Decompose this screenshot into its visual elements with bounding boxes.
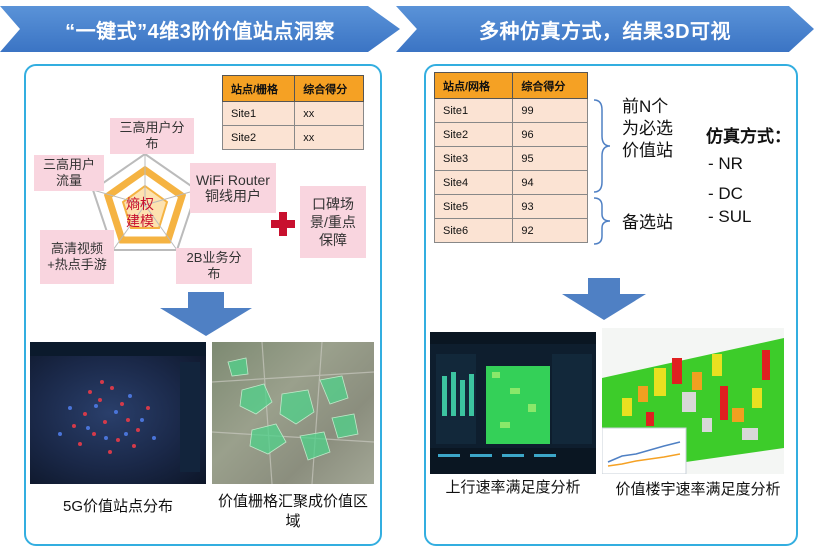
- right-banner: 多种仿真方式，结果3D可视: [396, 6, 814, 52]
- sim-item-dc: - DC: [708, 184, 743, 203]
- table-header-cell: 综合得分: [512, 72, 588, 99]
- table-header-cell: 综合得分: [294, 75, 364, 102]
- brace-label-candidate: 备选站: [622, 213, 673, 232]
- table-header-cell: 站点/栅格: [221, 75, 296, 102]
- uplink-rate-map: [430, 332, 596, 474]
- sim-title: 仿真方式：: [706, 127, 791, 146]
- radar-label-traffic: 三高用户流量: [34, 155, 104, 191]
- brace-top: [593, 99, 611, 193]
- table-header-row: 站点/栅格 综合得分: [221, 75, 364, 102]
- table-cell: 94: [512, 170, 588, 195]
- table-cell: 92: [512, 218, 588, 243]
- sim-item-sul: - SUL: [708, 207, 752, 226]
- table-cell: Site2: [221, 125, 296, 150]
- table-cell: 96: [512, 122, 588, 147]
- caption-building-rate: 价值楼宇速率满足度分析: [615, 481, 781, 498]
- map-value-grid: [212, 342, 374, 484]
- table-cell: Site1: [221, 101, 296, 126]
- table-cell: Site3: [433, 146, 514, 171]
- sim-item-nr: - NR: [708, 154, 743, 173]
- radar-diagram: [91, 152, 199, 251]
- plus-icon: [271, 212, 295, 236]
- caption-value-grid: 价值栅格汇聚成价值区域: [218, 493, 369, 530]
- table-cell: Site4: [433, 170, 514, 195]
- brace-bottom: [593, 197, 611, 245]
- radar-label-2b: 2B业务分布: [176, 248, 252, 284]
- radar-label-wifi: WiFi Router铜线用户: [190, 163, 276, 213]
- radar-label-users: 三高用户分布: [110, 118, 194, 154]
- down-arrow-icon: [562, 278, 646, 320]
- table-cell: xx: [294, 125, 364, 150]
- brace-label-selected: 前N个为必选价值站: [622, 97, 673, 160]
- table-header-cell: 站点/网格: [433, 72, 514, 99]
- caption-uplink-rate: 上行速率满足度分析: [445, 479, 581, 496]
- table-cell: 99: [512, 98, 588, 123]
- table-cell: 93: [512, 194, 588, 219]
- down-arrow-icon: [160, 292, 252, 336]
- radar-mid: [103, 165, 187, 244]
- table-cell: Site1: [433, 98, 514, 123]
- radar-center-label: 熵权 建模: [126, 196, 154, 229]
- table-row: Site1 xx: [221, 101, 364, 126]
- table-cell: Site2: [433, 122, 514, 147]
- table-row: Site2 xx: [221, 125, 364, 150]
- map-5g-sites: [30, 342, 206, 484]
- building-rate-3d: [602, 328, 784, 474]
- table-cell: Site6: [433, 218, 514, 243]
- left-score-table: 站点/栅格 综合得分 Site1 xx Site2 xx: [221, 75, 364, 150]
- radar-label-video: 高清视频+热点手游: [40, 230, 114, 284]
- left-banner: “一键式”4维3阶价值站点洞察: [0, 6, 400, 52]
- side-label-scenario: 口碑场景/重点保障: [300, 186, 366, 258]
- table-cell: Site5: [433, 194, 514, 219]
- table-header-row: 站点/网格 综合得分: [433, 72, 588, 99]
- caption-5g-sites: 5G价值站点分布: [62, 498, 173, 515]
- table-cell: xx: [294, 101, 364, 126]
- table-cell: 95: [512, 146, 588, 171]
